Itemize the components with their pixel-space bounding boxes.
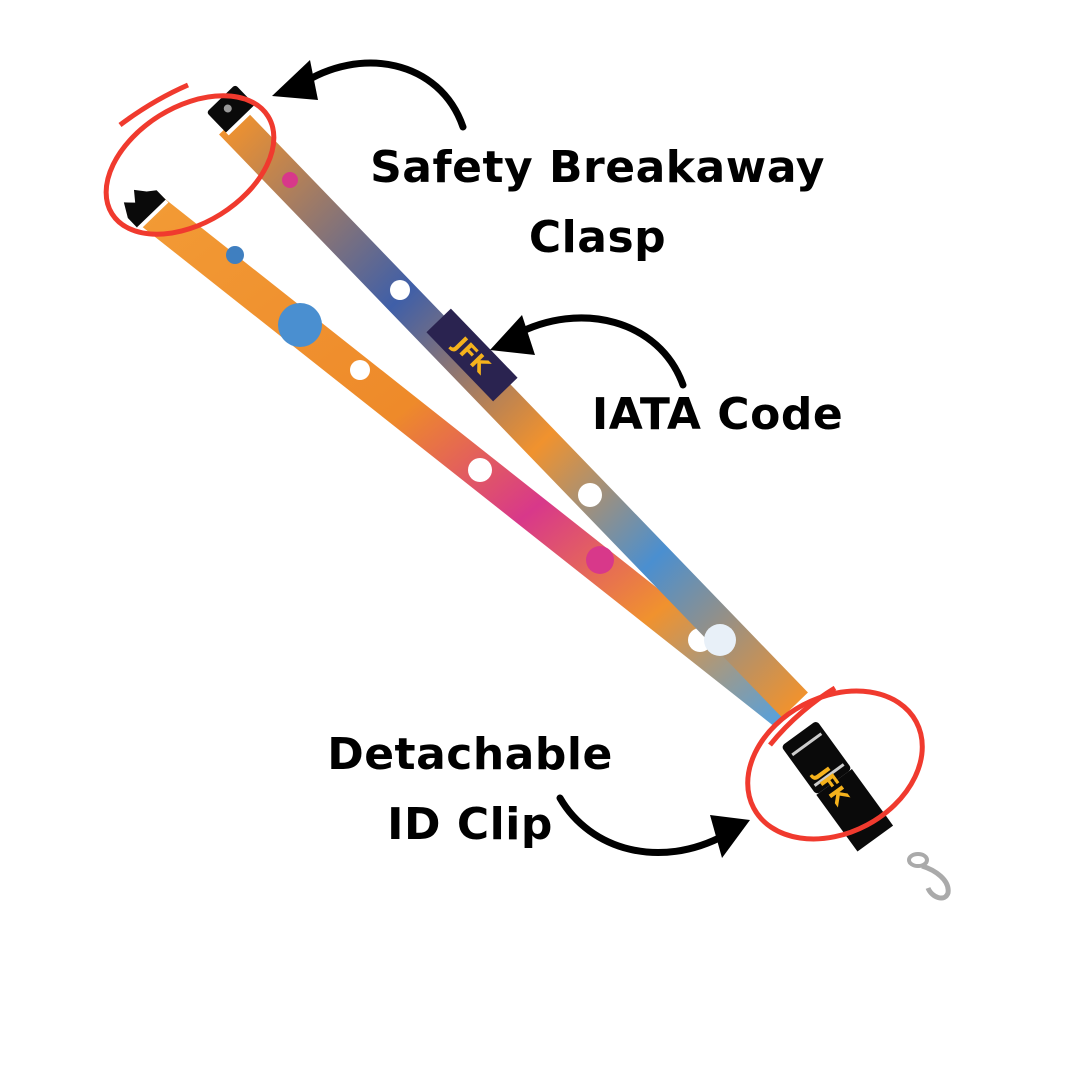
clip-label-line1: Detachable: [327, 729, 613, 780]
iata-label-line1: IATA Code: [591, 389, 844, 440]
arrow-iata: [490, 314, 687, 389]
clip-label-line2: ID Clip: [387, 799, 553, 850]
clasp-label: Safety Breakaway Clasp: [360, 133, 835, 273]
highlight-circle-clip: [745, 685, 925, 842]
iata-label: IATA Code: [580, 380, 855, 450]
arrow-clasp: [272, 59, 467, 131]
detachable-id-clip: JFK: [782, 722, 951, 901]
arrow-clip: [556, 794, 750, 858]
breakaway-clasp: [123, 85, 258, 231]
lobster-clip-icon: [907, 852, 951, 901]
highlight-circle-clasp: [103, 82, 277, 237]
lanyard-strap-left: [138, 195, 797, 727]
clip-label: Detachable ID Clip: [320, 720, 620, 860]
clasp-label-line1: Safety Breakaway: [370, 142, 825, 193]
clasp-label-line2: Clasp: [528, 212, 667, 263]
